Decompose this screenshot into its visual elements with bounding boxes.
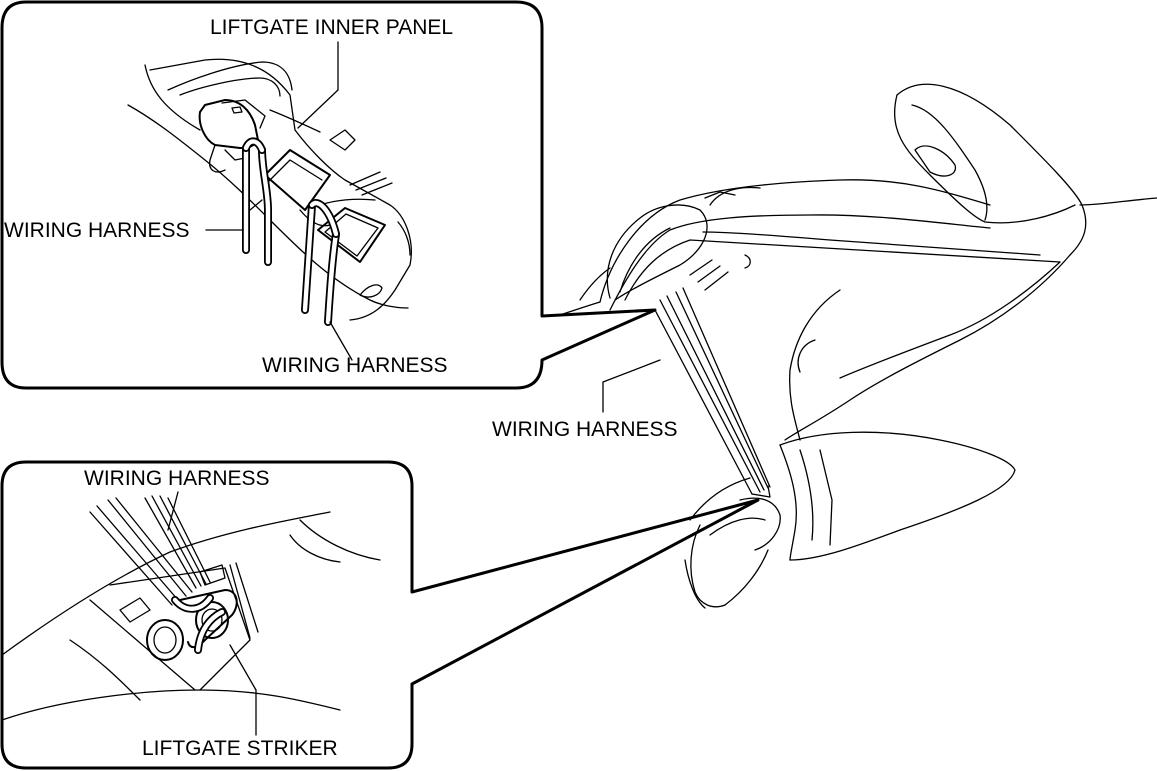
label-wiring-harness-inset1-bottom: WIRING HARNESS [262,354,448,377]
vehicle-rear-illustration [559,83,1157,609]
label-liftgate-striker: LIFTGATE STRIKER [142,737,338,760]
label-wiring-harness-inset2: WIRING HARNESS [84,467,270,490]
label-wiring-harness-main: WIRING HARNESS [492,418,678,441]
label-wiring-harness-inset1-left: WIRING HARNESS [4,219,190,242]
inset-liftgate-inner-panel [0,0,657,390]
label-liftgate-inner-panel: LIFTGATE INNER PANEL [210,16,453,39]
inset-liftgate-striker [0,460,760,770]
leader-wiring-harness-main [602,359,661,413]
